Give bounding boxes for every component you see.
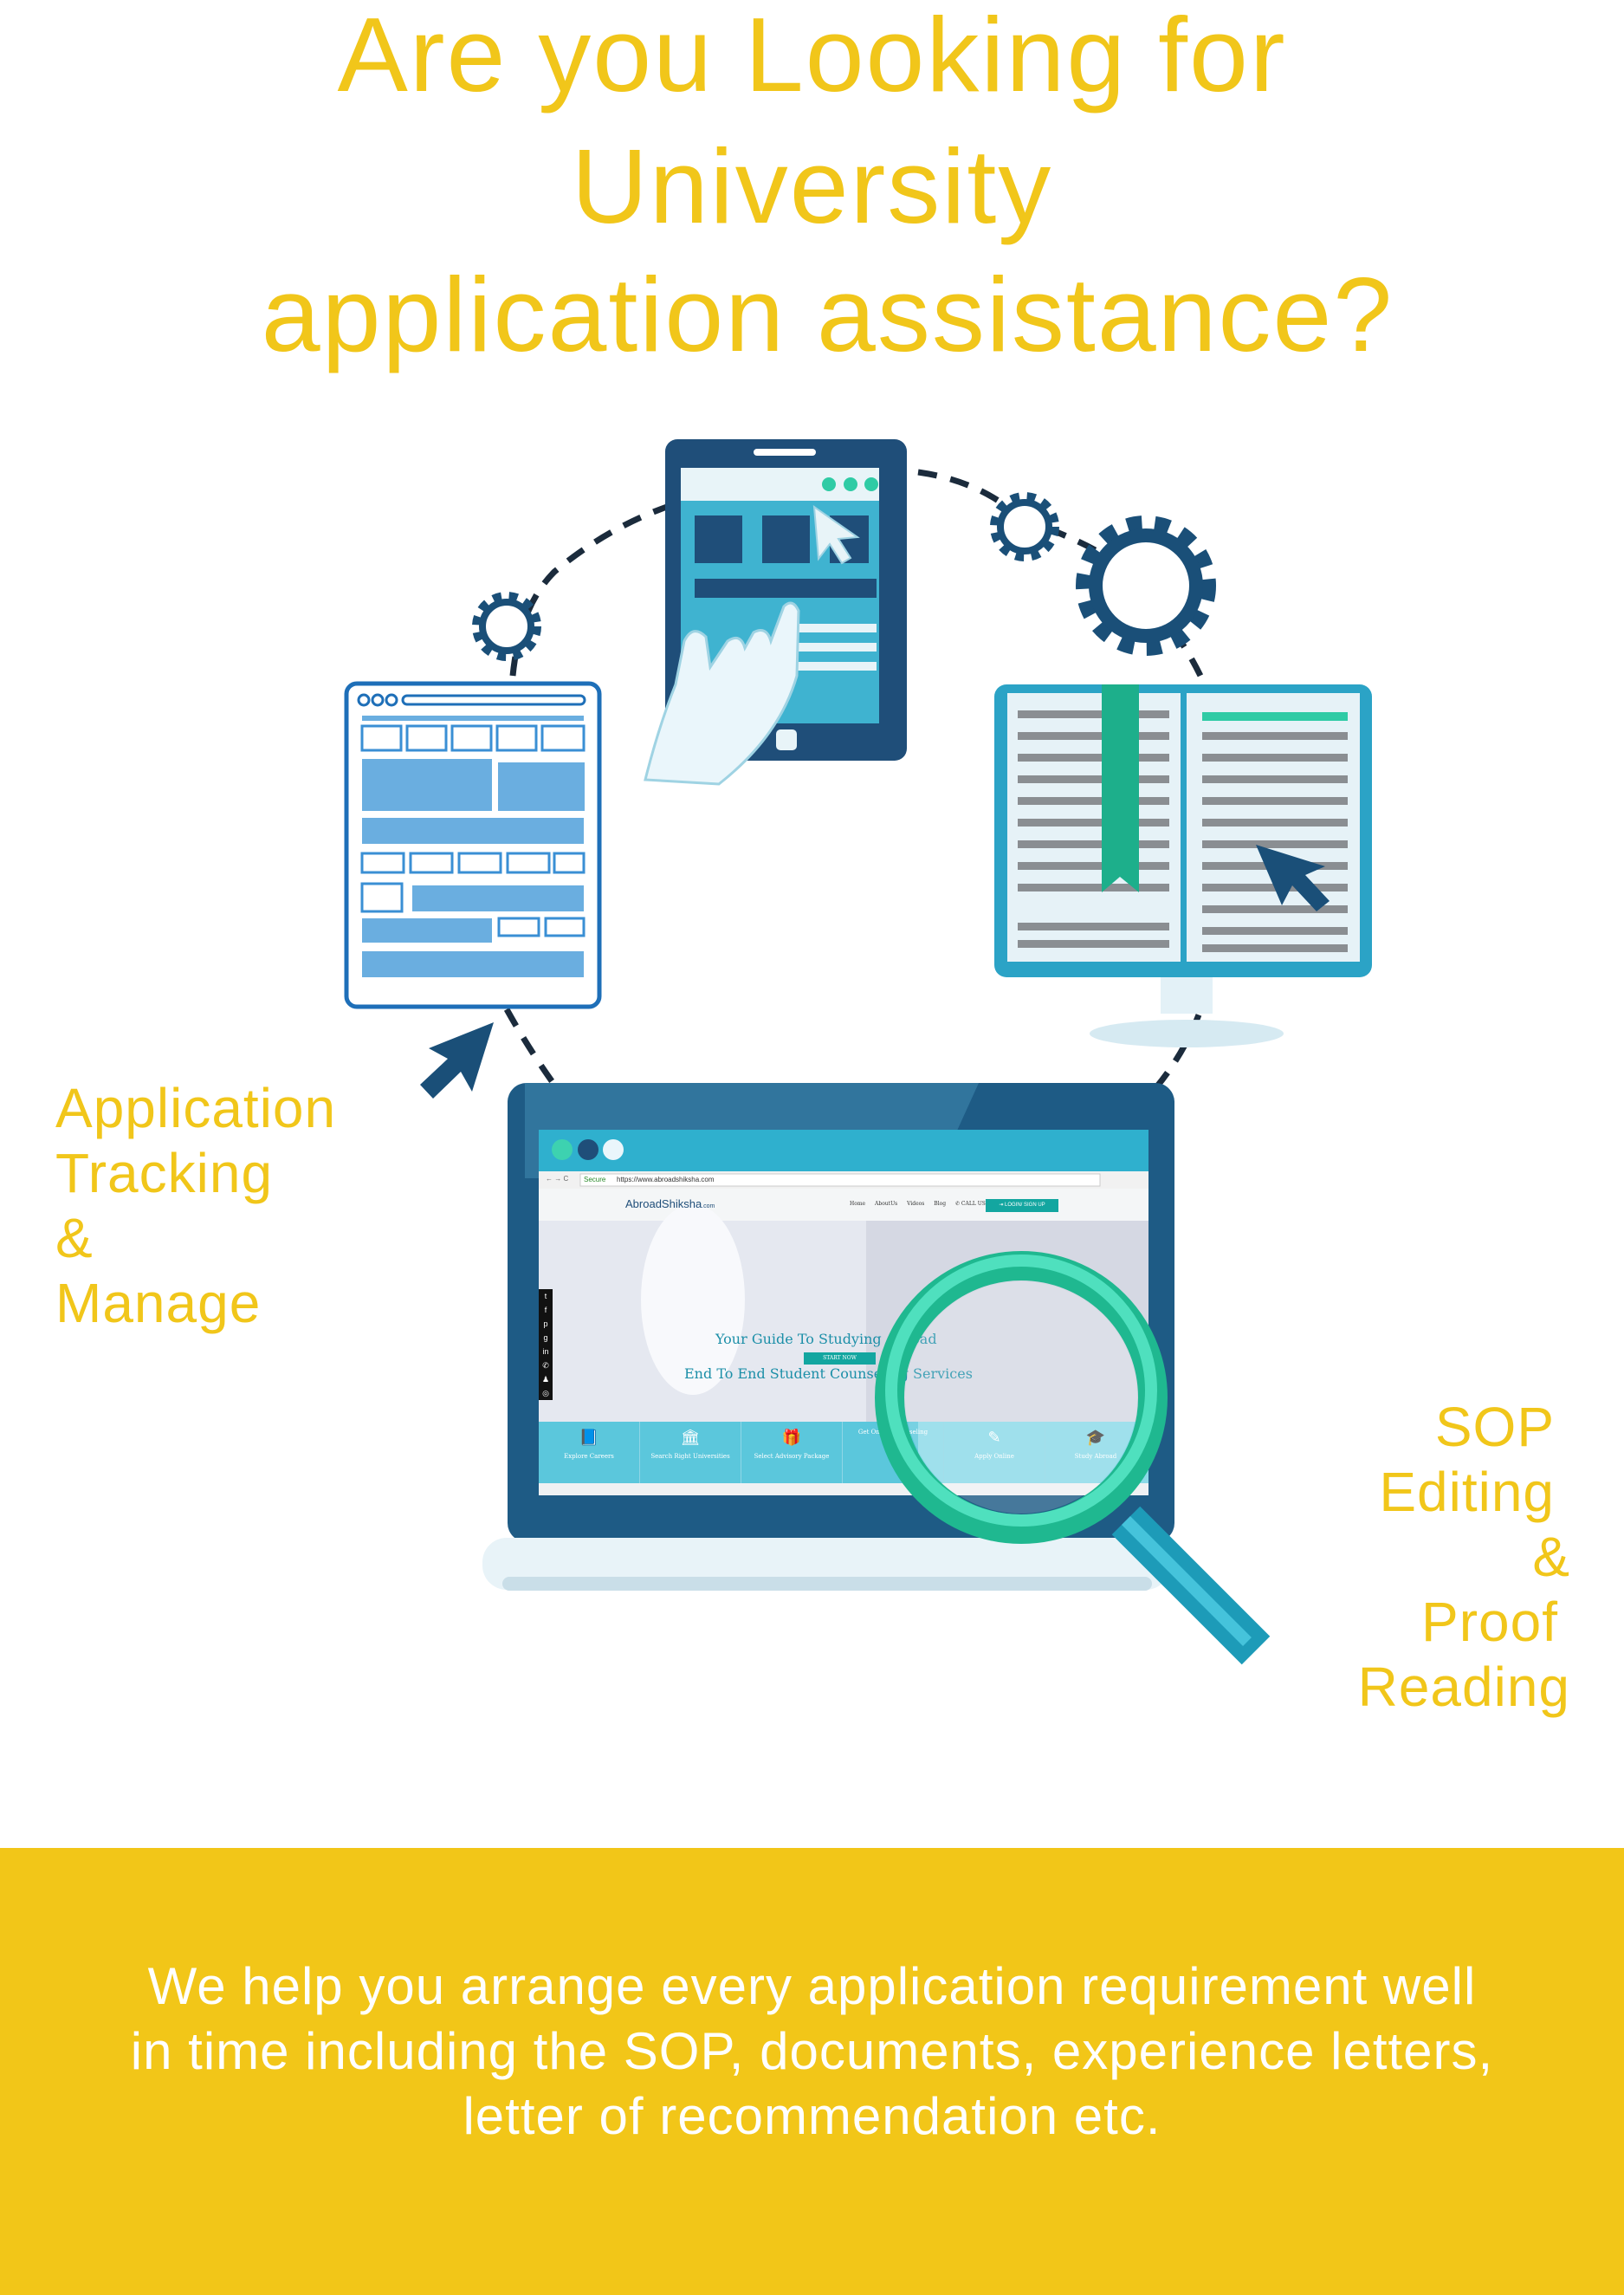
nav-call[interactable]: ✆ CALL US <box>955 1201 986 1207</box>
form-icon: ✎ <box>987 1429 1001 1447</box>
linkedin-icon[interactable]: in <box>539 1345 553 1358</box>
hand-pointer-icon <box>644 601 800 786</box>
blog-icon[interactable]: ◎ <box>539 1386 553 1400</box>
tile-label: Select Advisory Package <box>754 1453 830 1460</box>
label-line: SOP <box>1434 1396 1555 1458</box>
label-line: Manage <box>55 1272 262 1334</box>
headline-line-3: application assistance? <box>261 256 1394 373</box>
google-plus-icon[interactable]: g <box>539 1331 553 1345</box>
sop-editing-label: SOP Editing & Proof Reading <box>1358 1395 1570 1720</box>
gear-icon <box>990 492 1059 561</box>
cursor-arrow-icon <box>420 1022 494 1099</box>
label-line: Application <box>55 1077 337 1139</box>
site-logo[interactable]: AbroadShiksha.com <box>625 1197 715 1210</box>
user-icon[interactable]: ♟ <box>539 1372 553 1386</box>
tablet-device <box>644 439 907 786</box>
gear-icon <box>1076 515 1216 656</box>
nav-home[interactable]: Home <box>850 1201 866 1207</box>
footer-line-1: We help you arrange every application re… <box>147 1957 1477 2015</box>
logo-suffix: .com <box>702 1203 715 1209</box>
application-tracking-label: Application Tracking & Manage <box>55 1076 336 1336</box>
cursor-icon <box>812 504 860 565</box>
headline-line-2: University <box>571 127 1053 245</box>
tile-study-abroad[interactable]: 🎓 Study Abroad <box>1045 1422 1147 1483</box>
label-line: Proof <box>1421 1591 1558 1653</box>
tile-explore-careers[interactable]: 📘 Explore Careers <box>539 1422 640 1483</box>
footer-line-3: letter of recommendation etc. <box>463 2087 1161 2145</box>
label-line: Editing <box>1379 1461 1555 1523</box>
tile-label: Explore Careers <box>564 1453 614 1460</box>
bookmark-icon <box>1102 684 1139 892</box>
browser-nav-buttons[interactable]: ← → C <box>546 1175 569 1183</box>
hero-subtitle: End To End Student Counseling Services <box>684 1365 973 1382</box>
university-icon: 🏛 <box>680 1429 701 1447</box>
graduation-cap-icon: 🎓 <box>1085 1429 1106 1447</box>
twitter-icon[interactable]: t <box>539 1289 553 1303</box>
label-line: Tracking <box>55 1142 274 1204</box>
start-now-button[interactable]: START NOW <box>804 1352 876 1365</box>
label-line: & <box>1532 1526 1570 1588</box>
label-line: & <box>55 1207 94 1269</box>
tile-label: Apply Online <box>974 1453 1014 1460</box>
nav-blog[interactable]: Blog <box>934 1201 947 1207</box>
application-form-document <box>344 681 602 1009</box>
headline-line-1: Are you Looking for <box>337 0 1287 113</box>
pinterest-icon[interactable]: p <box>539 1317 553 1331</box>
login-signup-button[interactable]: ⇥ LOGIN/ SIGN UP <box>986 1199 1058 1212</box>
site-nav: Home AboutUs Videos Blog ✆ CALL US <box>842 1201 986 1207</box>
book-icon: 📘 <box>579 1429 599 1447</box>
nav-videos[interactable]: Videos <box>907 1201 925 1207</box>
tile-label: Search Right Universities <box>650 1453 730 1460</box>
gear-icon <box>472 592 541 661</box>
secure-label: Secure <box>584 1176 606 1183</box>
phone-icon[interactable]: ✆ <box>539 1358 553 1372</box>
footer-band: We help you arrange every application re… <box>0 1848 1624 2295</box>
hero-title: Your Guide To Studying Abroad <box>715 1331 937 1347</box>
address-bar[interactable]: https://www.abroadshiksha.com <box>617 1176 715 1183</box>
tile-select-advisory-package[interactable]: 🎁 Select Advisory Package <box>741 1422 843 1483</box>
tile-search-right-universities[interactable]: 🏛 Search Right Universities <box>640 1422 741 1483</box>
cursor-icon <box>1256 845 1330 911</box>
label-line: Reading <box>1357 1656 1570 1718</box>
ebook-monitor <box>994 684 1372 1047</box>
footer-line-2: in time including the SOP, documents, ex… <box>130 2022 1494 2080</box>
tile-label: Get Online Counseling <box>857 1429 928 1436</box>
facebook-icon[interactable]: f <box>539 1303 553 1317</box>
tile-label: Study Abroad <box>1074 1453 1117 1460</box>
tile-get-online-counseling[interactable]: Get Online Counseling <box>843 1422 944 1483</box>
tile-apply-online[interactable]: ✎ Apply Online <box>944 1422 1045 1483</box>
logo-text: AbroadShiksha <box>625 1197 702 1210</box>
nav-about[interactable]: AboutUs <box>875 1201 898 1207</box>
gift-icon: 🎁 <box>781 1429 802 1447</box>
